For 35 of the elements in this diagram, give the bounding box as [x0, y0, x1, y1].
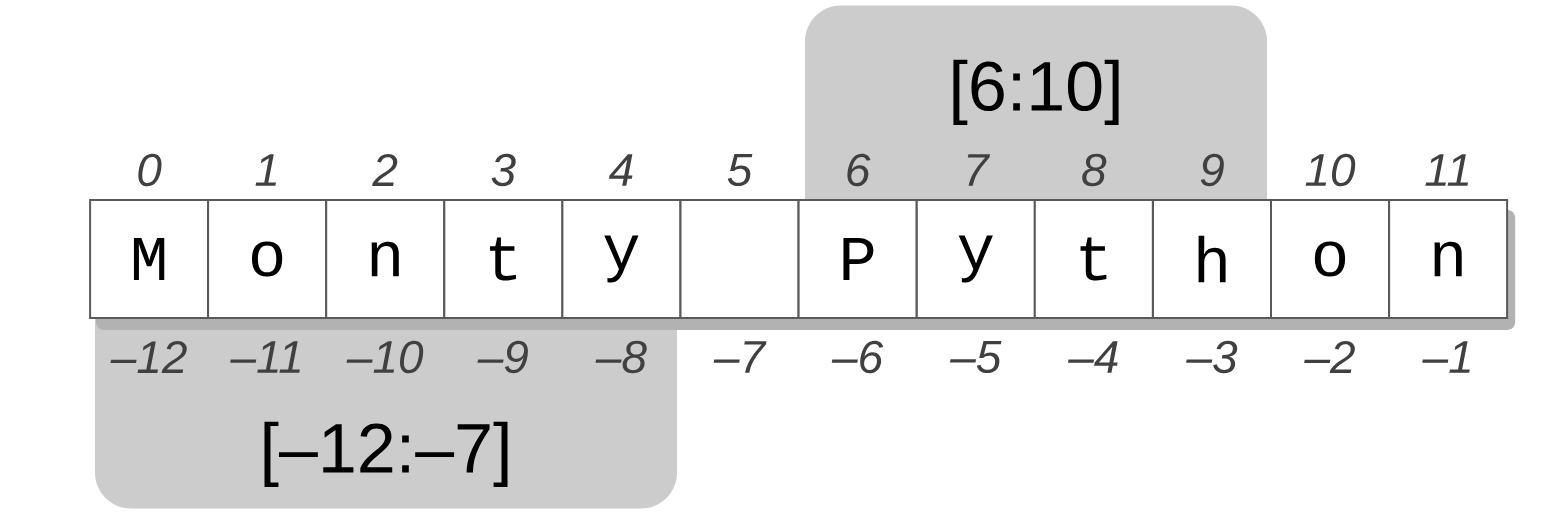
index-number: –8	[595, 340, 647, 374]
letter-cell: y	[915, 199, 1036, 319]
letter-cell: y	[561, 199, 682, 319]
index-number: –6	[831, 340, 884, 374]
index-number: –2	[1304, 340, 1355, 374]
index-number: 5	[727, 153, 753, 187]
index-number: 2	[372, 153, 398, 187]
index-number: 8	[1082, 153, 1107, 187]
index-number: –12	[110, 340, 187, 374]
index-number: –11	[230, 341, 300, 373]
index-number: –4	[1067, 341, 1118, 373]
index-number: –9	[477, 340, 528, 374]
letter-cell: t	[1033, 199, 1154, 319]
letter-cell: o	[207, 199, 328, 319]
index-number: 4	[608, 154, 633, 186]
index-number: –3	[1186, 340, 1238, 374]
index-number: 1	[255, 154, 276, 186]
letter-cell: n	[325, 199, 446, 319]
letter-cell: n	[1388, 199, 1509, 319]
index-number: –1	[1422, 341, 1470, 373]
index-number: 6	[847, 153, 871, 187]
index-number: –10	[346, 340, 424, 374]
index-number: 3	[491, 153, 516, 187]
letter-cell: h	[1152, 199, 1272, 319]
index-number: 11	[1425, 154, 1469, 186]
index-number: –5	[949, 340, 1002, 374]
letter-cell: P	[797, 199, 918, 319]
letter-cell: t	[443, 199, 564, 319]
index-number: 9	[1200, 153, 1224, 187]
index-number: 0	[138, 153, 162, 187]
letter-cell: M	[89, 199, 210, 319]
index-number: 10	[1305, 153, 1356, 187]
index-number: 7	[967, 154, 990, 186]
letter-cell: o	[1270, 199, 1390, 319]
index-number: –7	[713, 341, 767, 373]
